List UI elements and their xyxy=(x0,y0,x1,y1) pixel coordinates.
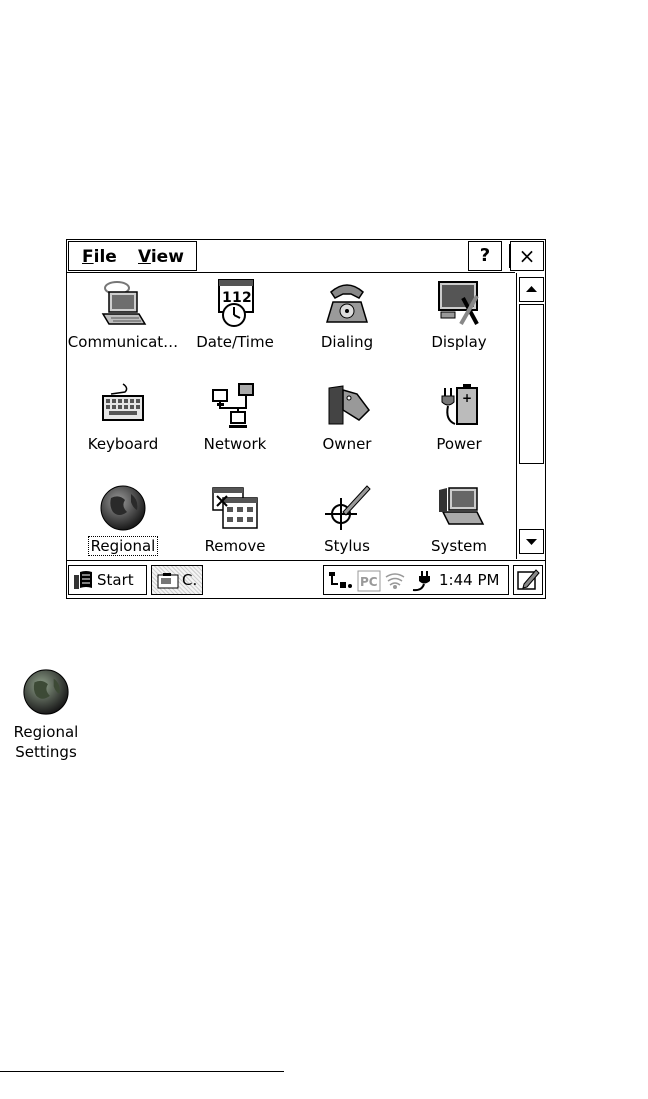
stylus-target-icon xyxy=(325,485,371,530)
close-button[interactable]: × xyxy=(509,241,544,271)
menu-file[interactable]: File xyxy=(82,247,117,267)
icon-label: Regional xyxy=(87,536,159,556)
icon-keyboard[interactable]: Keyboard xyxy=(67,375,179,473)
system-icon xyxy=(439,487,485,525)
taskbar-window-label: C. xyxy=(182,571,198,589)
icon-network[interactable]: Network xyxy=(179,375,291,473)
svg-text:2: 2 xyxy=(242,290,252,306)
control-panel-icon xyxy=(157,573,179,589)
scroll-up-button[interactable] xyxy=(519,277,544,302)
icon-date-time[interactable]: 1 1 2 Date/Time xyxy=(179,273,291,371)
taskbar-window-button[interactable]: C. xyxy=(151,565,203,595)
arrow-up-icon xyxy=(526,286,537,292)
display-icon xyxy=(438,281,479,325)
icon-communication[interactable]: Communicat… xyxy=(67,273,179,371)
connection-icon[interactable] xyxy=(328,570,354,592)
remove-programs-icon xyxy=(212,487,258,529)
regional-settings-icon: Regional Settings xyxy=(13,663,79,763)
regional-settings-label: Regional Settings xyxy=(13,723,79,761)
clock[interactable]: 1:44 PM xyxy=(439,571,500,589)
start-label: Start xyxy=(97,571,134,589)
windows-flag-icon xyxy=(74,571,92,589)
icon-stylus[interactable]: Stylus xyxy=(291,477,403,575)
svg-text:+: + xyxy=(462,391,472,405)
laptop-icon xyxy=(101,281,147,325)
icon-label: Network xyxy=(203,435,267,453)
icon-label: Power xyxy=(436,435,482,453)
pen-icon xyxy=(517,569,540,590)
icon-system[interactable]: System xyxy=(403,477,515,575)
globe-icon xyxy=(23,669,69,715)
power-plug-icon[interactable] xyxy=(410,569,434,593)
icon-label: Stylus xyxy=(324,537,370,555)
help-button[interactable]: ? xyxy=(468,241,502,271)
icon-display[interactable]: Display xyxy=(403,273,515,371)
icon-regional[interactable]: Regional xyxy=(67,477,179,575)
start-button[interactable]: Start xyxy=(68,565,147,595)
icon-dialing[interactable]: Dialing xyxy=(291,273,403,371)
input-panel-button[interactable] xyxy=(513,565,543,595)
owner-tag-icon xyxy=(328,385,370,425)
icon-label: Date/Time xyxy=(196,333,274,351)
menu-bar: File View xyxy=(68,241,197,271)
battery-plug-icon: + xyxy=(441,384,478,425)
svg-text:1: 1 xyxy=(222,290,232,306)
globe-icon xyxy=(100,485,146,531)
icon-grid: Communicat… 1 1 2 Date/Time Dialing xyxy=(67,273,515,559)
icon-label: Keyboard xyxy=(87,435,159,453)
menu-view[interactable]: View xyxy=(138,247,184,267)
scroll-thumb[interactable] xyxy=(519,304,544,464)
icon-remove[interactable]: Remove xyxy=(179,477,291,575)
icon-power[interactable]: + Power xyxy=(403,375,515,473)
infrared-icon[interactable] xyxy=(384,572,406,590)
control-panel-window: File View ? × Communicat… 1 1 2 xyxy=(66,239,546,599)
svg-text:PC: PC xyxy=(360,575,378,589)
icon-label: Dialing xyxy=(320,333,374,351)
icon-label: Owner xyxy=(322,435,372,453)
network-icon xyxy=(212,383,254,428)
vertical-scrollbar[interactable] xyxy=(516,273,545,559)
calendar-clock-icon: 1 1 2 xyxy=(218,279,254,327)
arrow-down-icon xyxy=(526,539,537,545)
icon-label: System xyxy=(431,537,487,555)
footnote-divider xyxy=(0,1071,284,1072)
icon-label: Display xyxy=(431,333,487,351)
system-tray: PC 1:44 PM xyxy=(323,565,509,595)
icon-label: Remove xyxy=(204,537,266,555)
title-divider xyxy=(67,272,515,273)
scroll-down-button[interactable] xyxy=(519,529,544,554)
icon-label: Communicat… xyxy=(67,333,179,351)
taskbar: Start C. PC xyxy=(67,560,545,598)
svg-text:1: 1 xyxy=(232,290,242,306)
keyboard-icon xyxy=(102,383,144,421)
telephone-icon xyxy=(325,284,369,323)
pc-card-icon[interactable]: PC xyxy=(357,570,381,592)
icon-owner[interactable]: Owner xyxy=(291,375,403,473)
